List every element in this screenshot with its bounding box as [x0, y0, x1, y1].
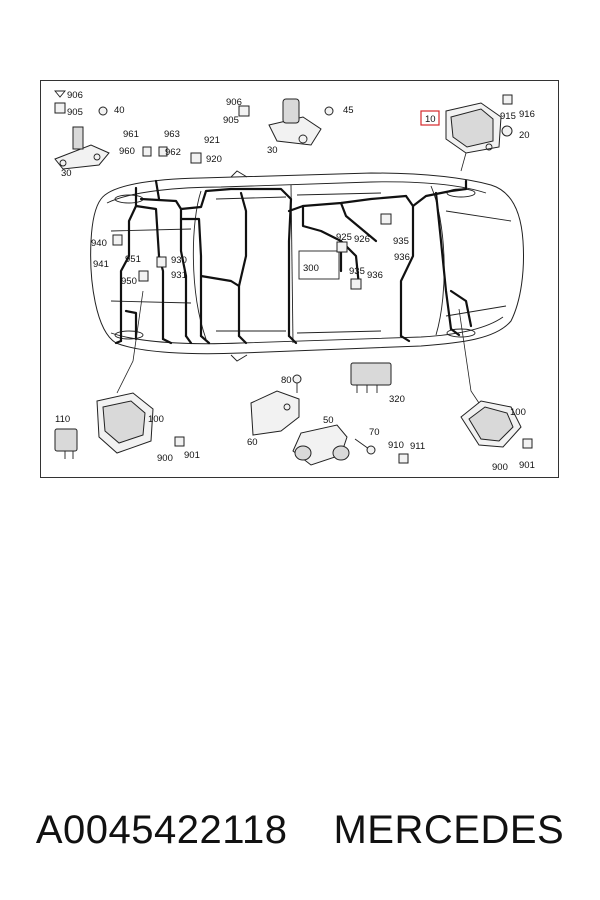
- wiring-diagram: 906 905 40 30 961 963 921 960 962 920 90…: [54, 90, 535, 473]
- leader-lines: [116, 152, 480, 404]
- callout-label: 50: [323, 415, 334, 426]
- wiring-harness: [114, 179, 473, 345]
- callout-label: 30: [267, 145, 278, 156]
- callout-label: 60: [247, 437, 258, 448]
- part-30-bracket-top: [268, 98, 322, 146]
- callout-label: 941: [93, 259, 109, 270]
- callout-label: 915: [500, 111, 516, 122]
- part-320-module: [350, 362, 392, 393]
- callout-label: 20: [519, 130, 530, 141]
- callout-label: 911: [410, 441, 425, 452]
- brand-name: MERCEDES: [333, 808, 565, 852]
- callout-label: 100: [148, 414, 164, 425]
- part-70-screw: [354, 438, 376, 455]
- callout-label: 935: [349, 266, 365, 277]
- part-30-bracket-left: [54, 126, 110, 170]
- callout-label: 905: [67, 107, 83, 118]
- callout-label: 906: [67, 90, 83, 101]
- callout-label: 320: [389, 394, 405, 405]
- callout-label: 931: [171, 270, 187, 281]
- part-80-bolt: [292, 374, 302, 393]
- callout-label-10: 10: [425, 114, 436, 125]
- callout-label: 300: [303, 263, 319, 274]
- part-number: A0045422118: [35, 808, 288, 852]
- callout-label: 951: [125, 254, 141, 265]
- callout-label: 901: [184, 450, 200, 461]
- callout-label: 920: [206, 154, 222, 165]
- callout-label: 963: [164, 129, 180, 140]
- callout-label: 960: [119, 146, 135, 157]
- product-caption: A0045422118 MERCEDES: [0, 808, 600, 853]
- callout-label: 900: [157, 453, 173, 464]
- callout-label: 45: [343, 105, 354, 116]
- callout-label: 921: [204, 135, 220, 146]
- fastener-glyphs: [54, 90, 533, 464]
- callout-label: 30: [61, 168, 72, 179]
- callout-highlight-box: [420, 110, 440, 126]
- callout-label: 935: [393, 236, 409, 247]
- parts-diagram-frame: 906 905 40 30 961 963 921 960 962 920 90…: [40, 80, 559, 478]
- part-100-sensor-left: [96, 392, 154, 454]
- callout-label: 930: [171, 255, 187, 266]
- part-110-connector: [54, 428, 78, 459]
- callout-label: 961: [123, 129, 139, 140]
- callout-label: 70: [369, 427, 380, 438]
- callout-label: 906: [226, 97, 242, 108]
- callout-label: 905: [223, 115, 239, 126]
- callout-label: 936: [367, 270, 383, 281]
- part-60-bracket: [250, 390, 300, 436]
- callout-label: 916: [519, 109, 535, 120]
- callout-label: 110: [55, 414, 70, 425]
- part-10-control-unit: [445, 102, 502, 154]
- callout-label: 80: [281, 375, 292, 386]
- part-100-sensor-right: [460, 400, 522, 448]
- callout-label: 962: [165, 147, 181, 158]
- callout-label: 910: [388, 440, 404, 451]
- callout-label: 926: [354, 234, 370, 245]
- callout-label: 900: [492, 462, 508, 473]
- callout-label: 925: [336, 232, 352, 243]
- callout-label: 940: [91, 238, 107, 249]
- callout-labels: 906 905 40 30 961 963 921 960 962 920 90…: [55, 90, 535, 473]
- callout-label: 40: [114, 105, 125, 116]
- part-50-sensor: [292, 424, 350, 466]
- callout-label: 950: [121, 276, 137, 287]
- callout-label: 100: [510, 407, 526, 418]
- callout-label: 901: [519, 460, 535, 471]
- callout-label: 936: [394, 252, 410, 263]
